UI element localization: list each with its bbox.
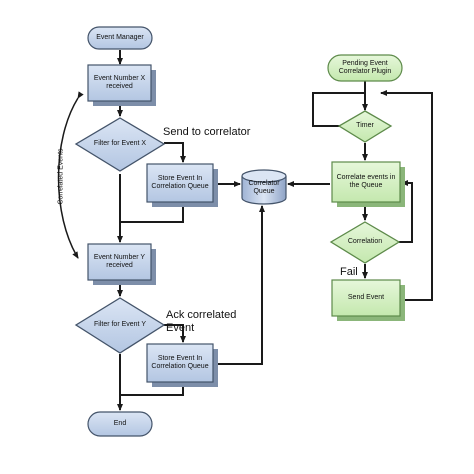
right-connectors xyxy=(287,81,433,301)
timer-decision xyxy=(337,110,393,143)
arrow-store-to-end xyxy=(117,385,184,411)
arrow-send-loop xyxy=(380,90,433,301)
arrow-filter-y-to-store xyxy=(164,324,186,343)
correlation-decision xyxy=(329,221,401,264)
send-event-box xyxy=(331,279,405,321)
correlator-queue-cylinder xyxy=(241,169,287,205)
event-y-received-box xyxy=(87,243,156,285)
filter-x-decision xyxy=(74,117,166,172)
store-event-box-2 xyxy=(146,343,218,387)
correlated-events-label: Correlated Events xyxy=(57,148,65,205)
arrow-store-to-y xyxy=(117,205,184,243)
event-manager-terminal xyxy=(87,26,153,50)
correlated-events-arrow xyxy=(57,91,84,259)
store-event-box-1 xyxy=(146,163,218,207)
event-x-received-box xyxy=(87,64,156,106)
arrow-decision-to-correlate xyxy=(399,180,413,243)
arrow-filter-x-to-store xyxy=(164,142,186,163)
correlate-events-box xyxy=(331,161,405,207)
filter-y-decision xyxy=(74,297,166,354)
timer-loop xyxy=(312,92,365,127)
plugin-terminal xyxy=(327,54,403,82)
end-terminal xyxy=(87,411,153,437)
arrow-store2-to-queue xyxy=(218,205,265,365)
